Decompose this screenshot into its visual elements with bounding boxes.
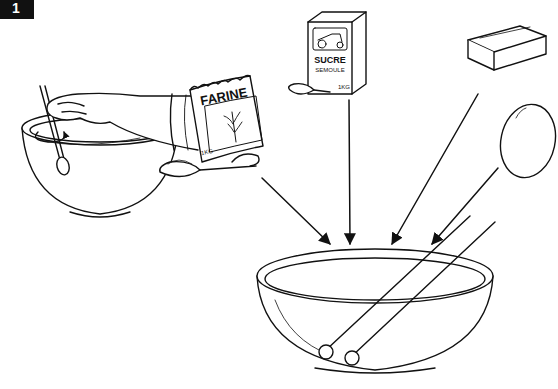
sugar-box-part (318, 34, 342, 42)
stirring-arrow (36, 132, 65, 142)
sugar-box-part (308, 22, 352, 94)
flour-spoon-part (200, 166, 256, 170)
hand-part (170, 94, 174, 150)
mixing-bowl-part (265, 258, 485, 300)
knitting-needles-part (326, 216, 470, 350)
hand-part (58, 102, 84, 106)
sugar-box (308, 12, 366, 94)
weight-text: 1KG (200, 148, 213, 156)
ingredient-arrows-part (392, 94, 478, 244)
package-text: FARINE (199, 85, 248, 107)
egg (494, 99, 558, 183)
mixing-bowl (257, 249, 493, 373)
butter-block (468, 26, 546, 70)
egg-part (516, 108, 526, 118)
sugar-box-part (337, 42, 343, 48)
illustration-part (0, 0, 558, 373)
knitting-needles-part (319, 345, 333, 359)
egg-part (494, 99, 558, 183)
hand-part (62, 111, 86, 114)
ingredient-arrows (262, 94, 498, 244)
ingredient-arrows-part (349, 100, 350, 244)
flour-spoon-part (168, 160, 192, 164)
hand-part (184, 95, 188, 150)
stirring-bowl-part (70, 212, 130, 217)
package-text: SUCRE (314, 56, 346, 65)
ingredient-arrows-part (262, 178, 330, 244)
wooden-spoon-part (55, 156, 71, 176)
flour-bag-part (224, 112, 242, 132)
butter-block-part (494, 36, 546, 70)
butter-block-part (468, 40, 494, 70)
step-box-part (0, 0, 34, 19)
step-number: 1 (12, 1, 20, 15)
ingredient-arrows-part (432, 168, 498, 244)
flour-bag (190, 76, 263, 163)
sugar-box-part (308, 12, 366, 22)
wooden-spoon-part (40, 86, 60, 160)
flour-bag-part (232, 112, 236, 142)
knitting-needles-part (345, 351, 359, 365)
weight-text: 1KG (338, 84, 350, 90)
sugar-spoon-part (314, 90, 330, 92)
step-box (0, 0, 34, 19)
sugar-spoon (289, 84, 330, 94)
sugar-box-part (318, 40, 326, 48)
knitting-needles-part (352, 222, 495, 356)
butter-block-part (480, 27, 530, 38)
sugar-box-part (352, 12, 366, 94)
knitting-needles (319, 216, 495, 365)
flour-bag-part (190, 76, 263, 162)
sugar-box-part (313, 28, 347, 50)
stirring-arrow-part (36, 132, 65, 142)
sugar-spoon-part (289, 84, 314, 94)
hand-part (47, 93, 198, 150)
flour-spoon (160, 154, 259, 177)
flour-spoon-part (160, 162, 200, 177)
mixing-bowl-part (315, 368, 435, 373)
hand (47, 93, 198, 150)
flour-spoon-part (232, 154, 259, 166)
package-text: SEMOULE (315, 67, 344, 73)
